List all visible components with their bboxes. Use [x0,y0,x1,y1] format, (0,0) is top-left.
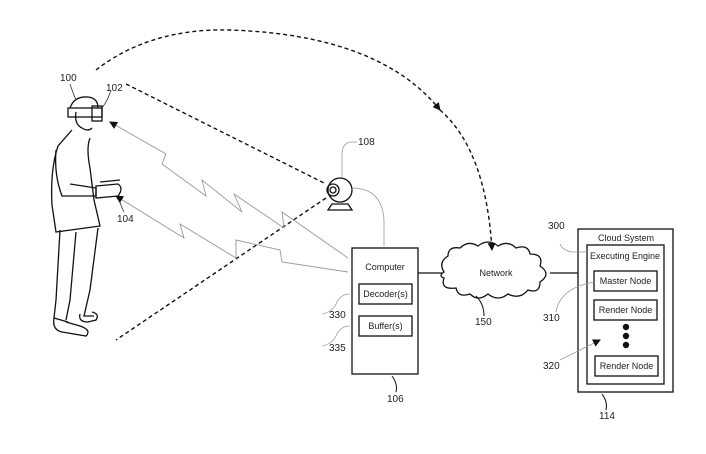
wireless-link-controller [115,195,349,273]
ref-300: 300 [548,221,565,232]
render-node [594,355,659,377]
dashed-link-hmd-to-camera [125,83,327,185]
executing-engine-title: Executing Engine [590,251,660,261]
render-node [593,299,658,321]
decoder-label: Decoder(s) [363,289,408,299]
ellipsis-dot [622,332,630,340]
user-figure [50,83,125,337]
ref-330: 330 [329,310,346,321]
master-node-label: Master Node [600,276,652,286]
computer-block: Computer Decoder(s) Buffer(s) [321,247,419,393]
cloud-system-block: Cloud System Executing Engine Master Nod… [555,228,674,411]
dashed-arc-cloud-to-user [95,29,441,111]
buffer-label: Buffer(s) [368,321,402,331]
ref-320: 320 [543,361,560,372]
ref-100: 100 [60,73,77,84]
master-node [593,270,658,292]
dashed-link-camera-to-floor [115,197,327,341]
cloud-system-title: Cloud System [598,233,654,243]
network-cloud: Network [440,241,547,317]
render-node-label: Render Node [599,305,653,315]
ref-114: 114 [599,411,615,422]
ref-108: 108 [358,137,375,148]
ref-102: 102 [106,83,123,94]
ref-104: 104 [117,214,134,225]
ref-150: 150 [475,317,492,328]
ellipsis-dot [622,341,630,349]
controller [95,179,122,199]
computer-title: Computer [365,262,405,272]
ref-335: 335 [329,343,346,354]
render-node-label: Render Node [600,361,654,371]
wireless-link-hmd [109,121,349,259]
hmd-headset [67,105,103,122]
ref-310: 310 [543,313,560,324]
ref-106: 106 [387,394,404,405]
camera [326,141,385,246]
dashed-arc-to-network [439,109,496,251]
ellipsis-dot [622,323,630,331]
network-label: Network [479,268,513,278]
